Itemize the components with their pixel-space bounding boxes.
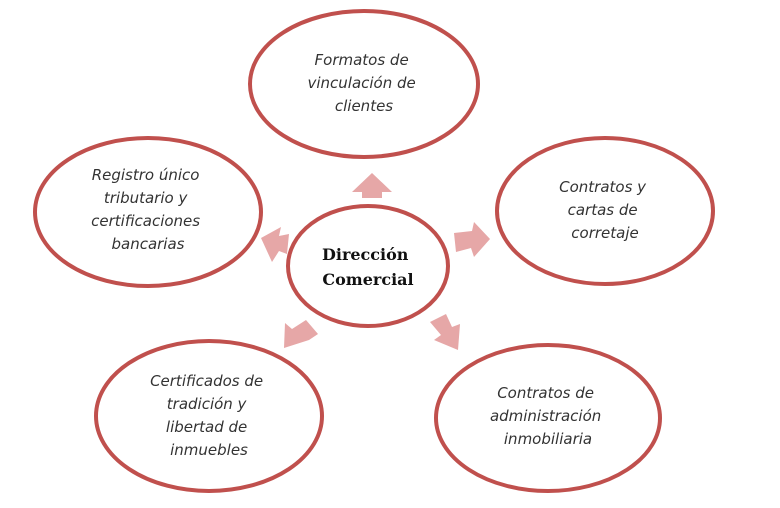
node-formatos-line-3: clientes	[335, 97, 393, 115]
node-certificados-line-3: libertad de	[166, 418, 247, 436]
node-formatos-text: Formatos de vinculación de clientes	[307, 51, 420, 115]
node-center: Dirección Comercial	[286, 204, 450, 328]
node-contratos-corretaje-text: Contratos y cartas de corretaje	[559, 178, 651, 242]
node-certificados-line-2: tradición y	[167, 395, 248, 413]
node-contratos-corretaje-line-3: corretaje	[571, 224, 638, 242]
node-contratos-corretaje-line-2: cartas de	[568, 201, 638, 219]
node-formatos-ellipse	[248, 9, 480, 159]
node-certificados-line-4: inmuebles	[170, 441, 248, 459]
node-contratos-administracion-line-3: inmobiliaria	[504, 430, 592, 448]
node-contratos-administracion-ellipse	[434, 343, 662, 493]
node-certificados-line-1: Certificados de	[150, 372, 263, 390]
node-center-ellipse	[286, 204, 450, 328]
node-registro-ellipse	[33, 136, 263, 288]
node-center-text: Dirección Comercial	[322, 245, 414, 289]
node-contratos-administracion: Contratos de administración inmobiliaria	[434, 343, 662, 493]
node-registro-line-1: Registro único	[92, 166, 200, 184]
node-contratos-administracion-line-1: Contratos de	[497, 384, 594, 402]
node-registro-line-3: certificaciones	[91, 212, 200, 230]
arrow-down-right	[430, 314, 460, 350]
node-registro-text: Registro único tributario y certificacio…	[91, 166, 205, 253]
node-certificados: Certificados de tradición y libertad de …	[94, 339, 324, 493]
node-contratos-corretaje: Contratos y cartas de corretaje	[495, 136, 715, 286]
arrows	[261, 173, 490, 350]
node-contratos-administracion-line-2: administración	[490, 407, 601, 425]
node-center-line-1: Dirección	[322, 245, 409, 264]
arrow-left	[261, 227, 289, 262]
node-registro-line-2: tributario y	[104, 189, 189, 207]
node-registro-line-4: bancarias	[111, 235, 184, 253]
node-contratos-corretaje-ellipse	[495, 136, 715, 286]
arrow-up	[352, 173, 392, 198]
node-formatos-line-2: vinculación de	[307, 74, 415, 92]
node-registro: Registro único tributario y certificacio…	[33, 136, 263, 288]
node-formatos: Formatos de vinculación de clientes	[248, 9, 480, 159]
arrow-down-left	[284, 320, 318, 348]
node-contratos-corretaje-line-1: Contratos y	[559, 178, 647, 196]
arrow-right	[454, 222, 490, 257]
node-center-line-2: Comercial	[322, 270, 413, 289]
node-contratos-administracion-text: Contratos de administración inmobiliaria	[490, 384, 606, 448]
node-certificados-text: Certificados de tradición y libertad de …	[150, 372, 268, 459]
node-formatos-line-1: Formatos de	[315, 51, 409, 69]
node-certificados-ellipse	[94, 339, 324, 493]
